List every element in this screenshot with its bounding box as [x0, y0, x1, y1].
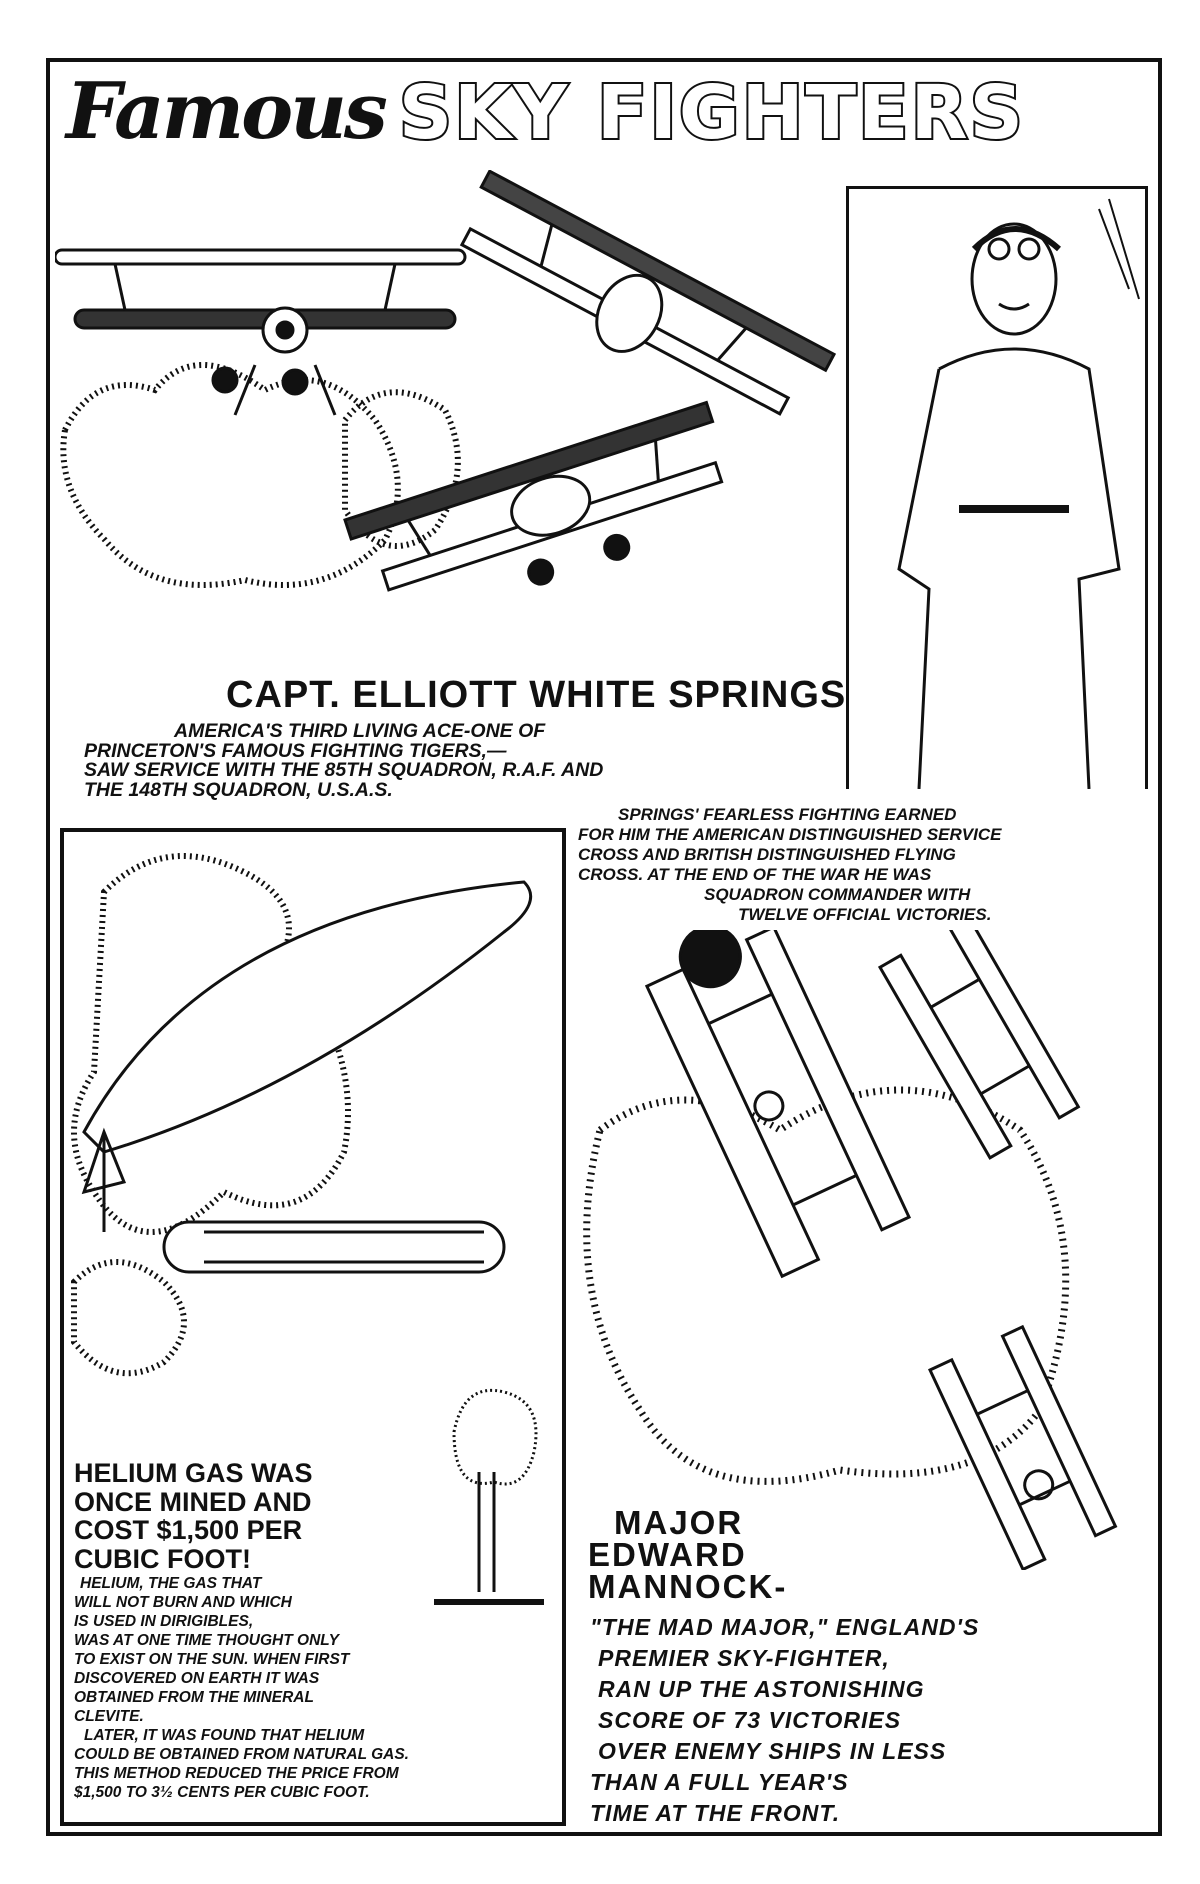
helium-body: Helium, the gas that will not burn and w…: [74, 1576, 564, 1804]
mannock-body: "The Mad Major," England's premier sky-f…: [590, 1616, 979, 1833]
text-line: saw service with the 85th Squadron, R.A.…: [84, 759, 604, 781]
helium-panel: [60, 828, 566, 1826]
biplane-diving-2: [877, 930, 1081, 1160]
text-line: could be obtained from natural gas.: [74, 1746, 409, 1763]
text-line: will not burn and which: [74, 1594, 292, 1611]
text-line: over enemy ships in less: [598, 1738, 947, 1764]
text-line: America's third living ace-one of: [174, 720, 546, 742]
biplane-3: [343, 400, 724, 592]
text-line: for him the American Distinguished Servi…: [578, 825, 1002, 844]
text-line: cost $1,500 per: [74, 1515, 303, 1545]
text-line: Later, it was found that helium: [84, 1727, 365, 1744]
text-line: clevite.: [74, 1708, 144, 1725]
biplane-diving-1: [644, 930, 912, 1279]
springs-name: CAPT. ELLIOTT WHITE SPRINGS: [226, 674, 847, 716]
text-line: squadron commander with: [704, 885, 971, 904]
text-line: Edward: [588, 1536, 747, 1573]
text-line: score of 73 victories: [598, 1707, 902, 1733]
text-line: Helium gas was: [74, 1458, 313, 1488]
text-line: obtained from the mineral: [74, 1689, 314, 1706]
text-line: $1,500 to 3½ cents per cubic foot.: [74, 1784, 370, 1801]
text-line: the 148th Squadron, U.S.A.S.: [84, 778, 393, 801]
text-line: cubic foot!: [74, 1543, 251, 1574]
mannock-biplanes-illustration: [583, 930, 1118, 1570]
text-line: This method reduced the price from: [74, 1765, 399, 1782]
text-line: ran up the astonishing: [598, 1676, 925, 1702]
title-famous: Famous: [66, 66, 388, 157]
springs-portrait-panel: [846, 186, 1148, 789]
text-line: premier sky-fighter,: [598, 1645, 890, 1671]
text-line: Mannock-: [588, 1568, 788, 1605]
geyser-illustration: [434, 1388, 544, 1605]
springs-honors: Springs' fearless fighting earned for hi…: [578, 806, 1158, 926]
biplanes-illustration-top: [55, 170, 837, 592]
springs-intro: America's third living ace-one of Prince…: [84, 720, 884, 801]
biplane-2: [459, 170, 837, 416]
title-sky-fighters: SKY FIGHTERS: [397, 68, 1025, 158]
text-line: Cross. At the end of the war he was: [578, 865, 932, 884]
text-line: Helium, the gas that: [80, 1575, 262, 1592]
text-line: Springs' fearless fighting earned: [618, 805, 957, 824]
text-line: Cross and British Distinguished Flying: [578, 845, 956, 864]
text-line: Major: [614, 1504, 744, 1541]
text-line: to exist on the sun. When first: [74, 1651, 350, 1668]
pilot-portrait: [897, 198, 1140, 789]
text-line: Princeton's famous fighting tigers,—: [84, 739, 507, 762]
biplane-diving-3: [928, 1324, 1118, 1570]
page-border: [46, 58, 1162, 1836]
text-line: once mined and: [74, 1486, 312, 1517]
mannock-name: Major Edward Mannock-: [588, 1504, 788, 1605]
helium-heading: Helium gas was once mined and cost $1,50…: [74, 1460, 313, 1574]
text-line: than a full year's: [590, 1769, 849, 1795]
biplane-1: [55, 248, 467, 416]
text-line: twelve official victories.: [738, 905, 992, 924]
text-line: time at the front.: [590, 1800, 841, 1826]
text-line: was at one time thought only: [74, 1632, 339, 1649]
dirigibles-illustration: [71, 853, 533, 1377]
text-line: discovered on earth it was: [74, 1670, 320, 1687]
text-line: is used in dirigibles,: [74, 1613, 254, 1630]
text-line: "The Mad Major," England's: [590, 1614, 980, 1640]
smoke-cloud: [60, 362, 461, 588]
